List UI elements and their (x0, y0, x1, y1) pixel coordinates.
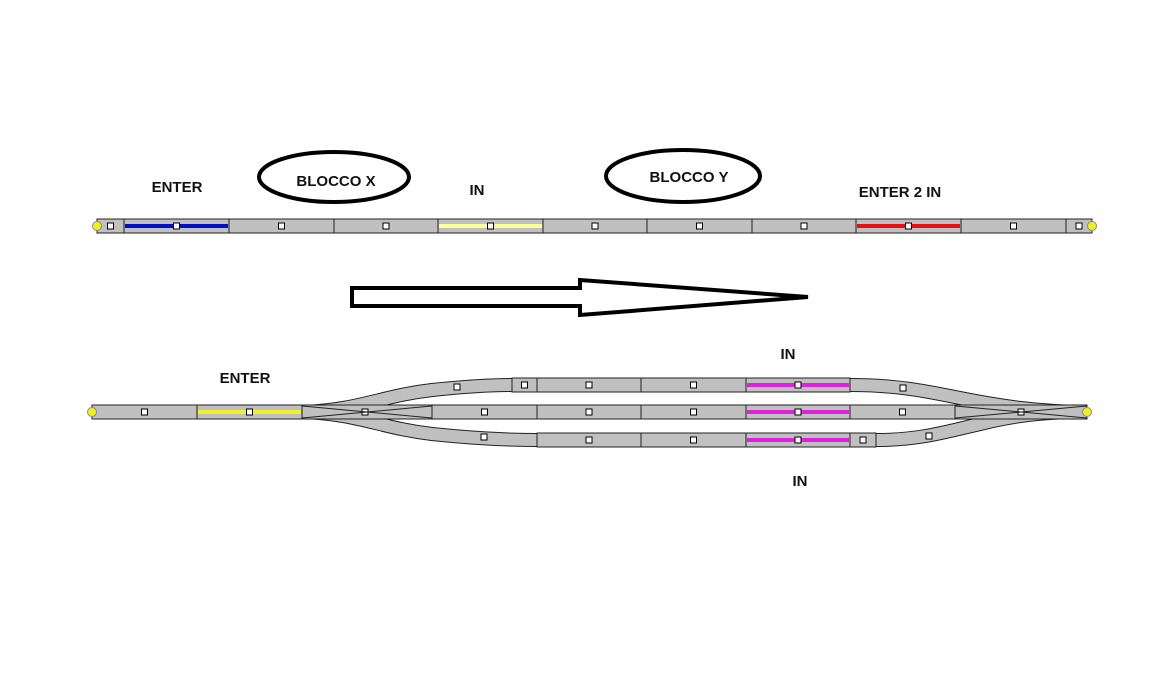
segment-marker (690, 436, 697, 444)
block-x-ellipse (257, 150, 411, 204)
segment-marker (382, 222, 390, 230)
segment-marker (794, 436, 802, 444)
segment-marker (905, 222, 912, 230)
segment-marker (585, 436, 593, 444)
label-top-enter: ENTER (152, 179, 203, 196)
label-block-x: BLOCCO X (296, 173, 375, 190)
direction-arrow (350, 277, 809, 318)
segment-marker (800, 222, 808, 230)
segment-marker (1075, 222, 1083, 230)
track-end-icon (1082, 407, 1092, 417)
station-track-layout (87, 377, 1092, 448)
label-bottom-enter: ENTER (220, 370, 271, 387)
segment-marker (480, 433, 488, 441)
label-bottom-in-upper: IN (781, 346, 796, 363)
segment-marker (521, 381, 528, 389)
segment-marker (278, 222, 285, 230)
segment-marker (453, 383, 461, 391)
segment-marker (899, 408, 906, 416)
segment-marker (173, 222, 180, 230)
segment-marker (1010, 222, 1017, 230)
segment-marker (696, 222, 703, 230)
segment-marker (246, 408, 253, 416)
segment-marker (481, 408, 488, 416)
track-end-icon (1087, 221, 1097, 231)
segment-marker (899, 384, 907, 392)
turnout-lines (301, 405, 1088, 419)
segment-marker (585, 408, 593, 416)
segment-marker (690, 408, 697, 416)
block-y-ellipse (604, 148, 762, 204)
segment-marker (690, 381, 697, 389)
label-top-in: IN (470, 182, 485, 199)
segment-marker (591, 222, 599, 230)
segment-marker (925, 432, 933, 440)
top-straight-track (92, 218, 1097, 234)
label-block-y: BLOCCO Y (650, 169, 729, 186)
segment-marker (794, 381, 802, 389)
label-enter-2-in: ENTER 2 IN (859, 184, 942, 201)
segment-marker (487, 222, 494, 230)
track-end-icon (92, 221, 102, 231)
segment-marker (859, 436, 867, 444)
track-end-icon (87, 407, 97, 417)
label-bottom-in-lower: IN (793, 473, 808, 490)
segment-marker (794, 408, 802, 416)
segment-marker (141, 408, 148, 416)
segment-marker (585, 381, 593, 389)
segment-marker (107, 222, 114, 230)
